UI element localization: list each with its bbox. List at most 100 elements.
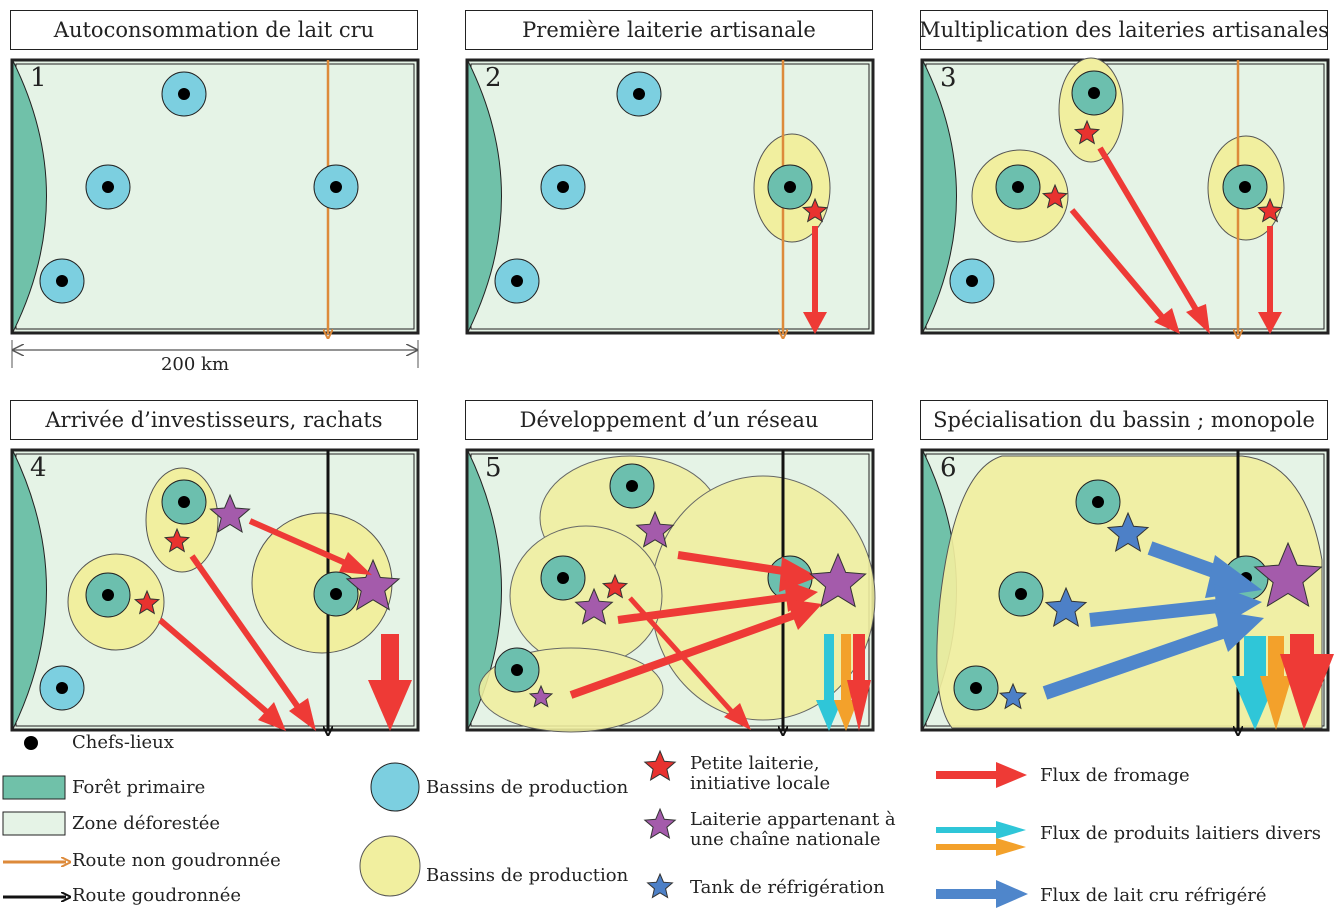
legend-forest-swatch xyxy=(2,775,66,800)
legend-milk-flow-arrow xyxy=(936,880,1028,908)
panel-number: 6 xyxy=(940,453,957,483)
chef-lieu-dot xyxy=(511,275,523,287)
legend-small-dairy-label: Petite laiterie, initiative locale xyxy=(690,753,831,794)
basin-blue xyxy=(949,258,995,304)
small-dairy-star xyxy=(1073,119,1101,145)
panel-number: 2 xyxy=(485,63,502,93)
basin-blue xyxy=(161,479,207,525)
milk-flow-arrow xyxy=(1042,610,1264,700)
basin-blue xyxy=(1071,70,1117,116)
panel-1-title: Autoconsommation de lait cru xyxy=(10,10,418,50)
basin-blue xyxy=(39,665,85,711)
chef-lieu-dot xyxy=(557,181,569,193)
orange-flow-arrow xyxy=(1260,636,1292,730)
legend-cheese-flow-label: Flux de fromage xyxy=(1040,765,1190,786)
national-dairy-star xyxy=(209,493,251,533)
legend-basin-yellow xyxy=(359,835,421,897)
national-dairy-star xyxy=(635,510,675,548)
chef-lieu-dot xyxy=(1092,496,1104,508)
chef-lieu-dot xyxy=(626,480,638,492)
primary-forest xyxy=(12,60,47,333)
legend-cyan-flow-arrow xyxy=(936,821,1026,839)
legend-chef-lieu-dot xyxy=(24,736,38,750)
panel-6-title: Spécialisation du bassin ; monopole xyxy=(920,400,1328,440)
orange-flow-arrow xyxy=(834,634,858,731)
chef-lieu-dot xyxy=(511,664,523,676)
basin-blue xyxy=(540,164,586,210)
cheese-flow-arrow xyxy=(628,596,751,730)
legend-national-dairy-star xyxy=(643,807,677,839)
cheese-flow-arrow xyxy=(1280,634,1334,730)
panel-3-title: Multiplication des laiteries artisanales xyxy=(920,10,1328,50)
panel-4: 4 xyxy=(10,448,420,731)
legend-deforested-label: Zone déforestée xyxy=(72,813,221,834)
cheese-flow-arrow xyxy=(1069,208,1180,334)
panel-number: 5 xyxy=(485,453,502,483)
panel-4-title: Arrivée d’investisseurs, rachats xyxy=(10,400,418,440)
legend-basin-blue-label: Bassins de production xyxy=(426,777,629,798)
legend-forest-label: Forêt primaire xyxy=(72,777,206,798)
cheese-flow-arrow xyxy=(1097,146,1210,334)
panel-6: 6 xyxy=(920,448,1334,731)
national-dairy-star xyxy=(809,552,867,608)
panel-number: 4 xyxy=(30,453,47,483)
national-dairy-star xyxy=(528,684,554,708)
chef-lieu-dot xyxy=(970,682,982,694)
legend-deforested-swatch xyxy=(2,811,66,836)
cooling-tank-star xyxy=(1044,586,1088,628)
basin-yellow xyxy=(509,525,663,667)
chef-lieu-dot xyxy=(178,496,190,508)
cyan-flow-arrow xyxy=(816,634,842,731)
legend-basin-yellow-label: Bassins de production xyxy=(426,865,629,886)
basin-blue xyxy=(616,71,662,117)
chef-lieu-dot xyxy=(1088,87,1100,99)
basin-yellow xyxy=(936,455,1323,729)
chef-lieu-dot xyxy=(1239,181,1251,193)
national-dairy-star xyxy=(574,587,614,625)
legend-cooling-tank-star xyxy=(646,872,674,899)
basin-blue xyxy=(609,463,655,509)
chef-lieu-dot xyxy=(102,181,114,193)
chef-lieu-dot xyxy=(966,275,978,287)
basin-blue xyxy=(313,571,359,617)
legend-small-dairy-star xyxy=(643,749,677,781)
basin-blue xyxy=(494,258,540,304)
cheese-flow-arrow xyxy=(158,617,286,731)
cheese-flow-arrow xyxy=(803,226,827,334)
chef-lieu-dot xyxy=(784,181,796,193)
chef-lieu-dot xyxy=(178,88,190,100)
basin-blue xyxy=(85,164,131,210)
legend-milk-flow-label: Flux de lait cru réfrigéré xyxy=(1040,885,1267,906)
cooling-tank-star xyxy=(998,682,1028,710)
basin-blue xyxy=(995,164,1041,210)
cheese-flow-arrow xyxy=(189,554,316,731)
basin-blue xyxy=(767,164,813,210)
panel-number: 1 xyxy=(30,63,47,93)
small-dairy-star xyxy=(133,589,161,615)
panel-2-title: Première laiterie artisanale xyxy=(465,10,873,50)
chef-lieu-dot xyxy=(102,589,114,601)
primary-forest xyxy=(922,60,957,333)
basin-blue xyxy=(85,572,131,618)
primary-forest xyxy=(12,450,47,730)
cheese-flow-arrow xyxy=(1258,226,1282,334)
panel-1: 1 200 km xyxy=(10,58,420,375)
small-dairy-star xyxy=(1256,197,1284,223)
chef-lieu-dot xyxy=(1012,181,1024,193)
small-dairy-star xyxy=(163,527,191,553)
basin-blue xyxy=(1075,479,1121,525)
chef-lieu-dot xyxy=(330,181,342,193)
small-dairy-star xyxy=(801,197,829,223)
basin-blue xyxy=(39,258,85,304)
chef-lieu-dot xyxy=(56,682,68,694)
panel-2: 2 xyxy=(465,58,875,334)
basin-blue xyxy=(161,71,207,117)
legend-orange-flow-arrow xyxy=(936,838,1026,856)
basin-blue xyxy=(953,665,999,711)
basin-blue xyxy=(540,555,586,601)
small-dairy-star xyxy=(601,573,629,599)
cheese-flow-arrow xyxy=(248,518,372,575)
cheese-flow-arrow xyxy=(368,634,412,731)
cheese-flow-arrow xyxy=(847,634,871,731)
basin-blue xyxy=(998,571,1044,617)
